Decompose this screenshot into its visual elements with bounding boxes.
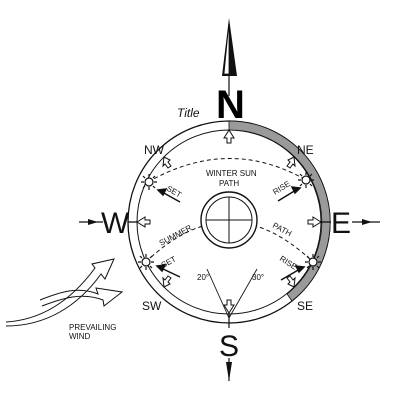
set-label-upper: SET (165, 184, 183, 200)
sw-label: SW (142, 299, 162, 313)
angle-right-label: 30° (252, 273, 264, 282)
angle-line-left (207, 269, 229, 318)
ne-label: NE (297, 143, 314, 157)
east-label: E (331, 207, 351, 240)
prevailing-wind-line1: PREVAILING (69, 323, 116, 332)
nw-label: NW (144, 143, 165, 157)
title-label: Title (177, 106, 200, 120)
angle-left-label: 20° (197, 273, 209, 282)
winter-sun-path-line1: WINTER SUN (206, 169, 257, 178)
summer-label: SUMMER (158, 223, 194, 248)
building-circle (201, 192, 257, 248)
west-label: W (101, 207, 130, 240)
wind-arrow-icon (6, 259, 122, 326)
set-label-lower: SET (160, 254, 178, 269)
se-label: SE (297, 299, 313, 313)
path-label: PATH (271, 221, 293, 239)
prevailing-wind-line2: WIND (69, 332, 91, 341)
winter-sun-path-line2: PATH (219, 179, 239, 188)
rise-label-lower: RISE (278, 254, 299, 272)
